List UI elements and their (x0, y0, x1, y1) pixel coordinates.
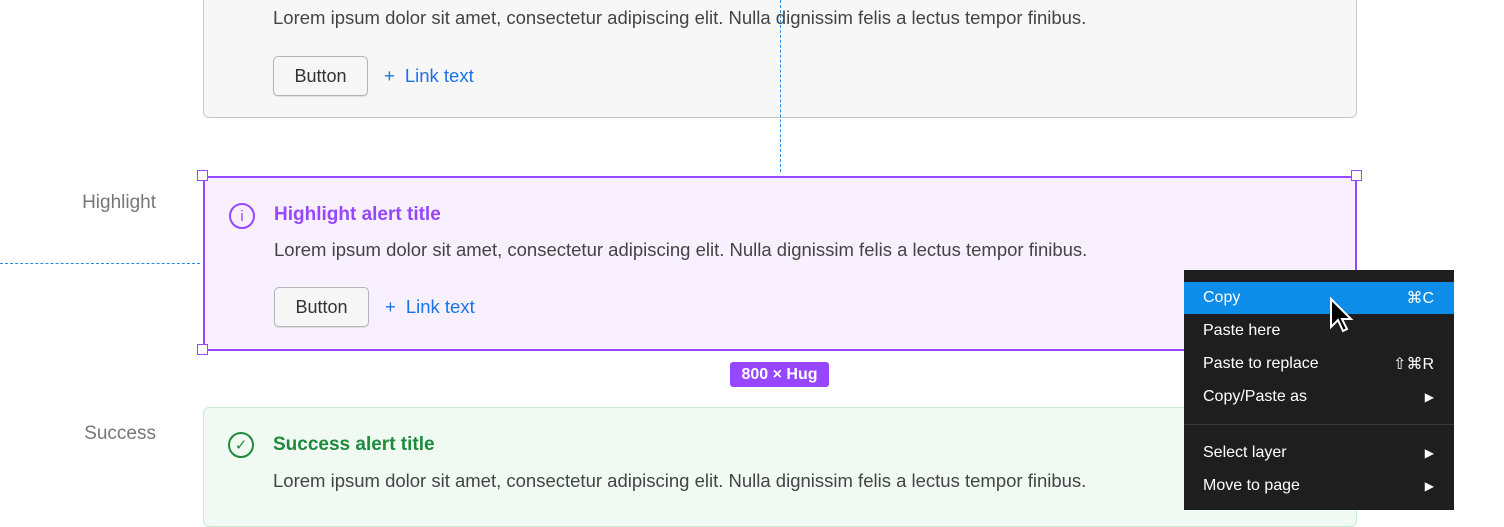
mouse-cursor-icon (1330, 297, 1354, 333)
resize-handle[interactable] (197, 170, 208, 181)
menu-divider (1184, 424, 1454, 425)
info-icon: i (229, 203, 255, 229)
plus-icon: + (384, 65, 395, 86)
submenu-arrow-icon: ▶ (1424, 390, 1434, 404)
alert-title: Success alert title (273, 434, 435, 455)
alert-title: Highlight alert title (274, 204, 441, 225)
resize-handle[interactable] (1351, 170, 1362, 181)
resize-handle[interactable] (197, 344, 208, 355)
success-label: Success (84, 423, 156, 444)
alert-link[interactable]: + Link text (385, 296, 475, 318)
menu-item-paste-to-replace[interactable]: Paste to replace⇧⌘R (1203, 355, 1434, 373)
vertical-guide (780, 0, 781, 172)
alert-button[interactable]: Button (273, 56, 368, 96)
menu-item-copy-paste-as[interactable]: Copy/Paste as▶ (1203, 388, 1434, 405)
highlight-alert[interactable]: i Highlight alert title Lorem ipsum dolo… (203, 176, 1357, 351)
link-label: Link text (404, 65, 474, 86)
submenu-arrow-icon: ▶ (1424, 479, 1434, 493)
horizontal-guide (0, 263, 200, 264)
menu-item-copy[interactable]: Copy⌘C (1184, 282, 1454, 314)
highlight-label: Highlight (82, 192, 156, 213)
alert-body: Lorem ipsum dolor sit amet, consectetur … (274, 239, 1088, 260)
context-menu: Copy⌘C Paste here Paste to replace⇧⌘R Co… (1184, 270, 1454, 510)
alert-body: Lorem ipsum dolor sit amet, consectetur … (273, 7, 1087, 28)
size-badge: 800 × Hug (730, 362, 829, 387)
menu-item-move-to-page[interactable]: Move to page▶ (1203, 477, 1434, 494)
plus-icon: + (385, 296, 396, 317)
menu-item-select-layer[interactable]: Select layer▶ (1203, 444, 1434, 461)
alert-body: Lorem ipsum dolor sit amet, consectetur … (273, 470, 1087, 491)
menu-item-paste-here[interactable]: Paste here (1203, 322, 1281, 339)
alert-link[interactable]: + Link text (384, 65, 474, 87)
alert-button[interactable]: Button (274, 287, 369, 327)
check-circle-icon: ✓ (228, 432, 254, 458)
link-label: Link text (405, 296, 475, 317)
submenu-arrow-icon: ▶ (1424, 446, 1434, 460)
